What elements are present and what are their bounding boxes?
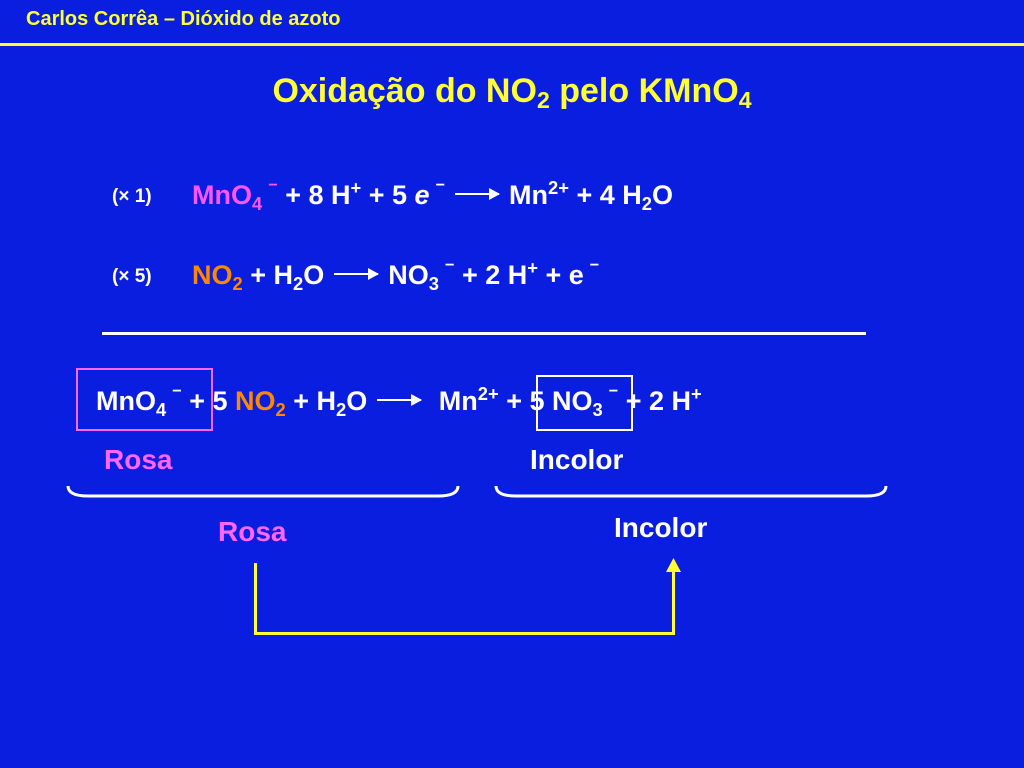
- label-rosa-1: Rosa: [104, 444, 173, 475]
- connector-arrow-icon: [666, 558, 681, 572]
- header-title: Carlos Corrêa – Dióxido de azoto: [26, 8, 341, 30]
- reaction-arrow: [334, 268, 380, 280]
- slide-title: Oxidação do NO2 pelo KMnO4: [272, 72, 752, 113]
- reaction-arrow: [377, 394, 423, 406]
- eq1-multiplier: (× 1): [112, 186, 152, 207]
- label-incolor-2: Incolor: [614, 512, 708, 543]
- reactants-brace: [66, 485, 460, 498]
- manganese-box: [536, 375, 633, 431]
- connector-right-line: [672, 570, 675, 635]
- label-rosa-2: Rosa: [218, 516, 287, 547]
- connector-left-line: [254, 563, 257, 635]
- equation-reduction: MnO4− + 8 H+ + 5 e−Mn2+ + 4 H2O: [192, 176, 673, 214]
- eq2-multiplier: (× 5): [112, 266, 152, 287]
- products-brace: [494, 485, 888, 498]
- net-equation: MnO4− + 5 NO2 + H2O Mn2+ + 5 NO3− + 2 H+: [96, 382, 702, 420]
- permanganate-box: [76, 368, 213, 431]
- header-rule: [0, 43, 1024, 46]
- sum-divider: [102, 332, 866, 335]
- reaction-arrow: [455, 188, 501, 200]
- connector-bottom-line: [254, 632, 674, 635]
- label-incolor-1: Incolor: [530, 444, 624, 475]
